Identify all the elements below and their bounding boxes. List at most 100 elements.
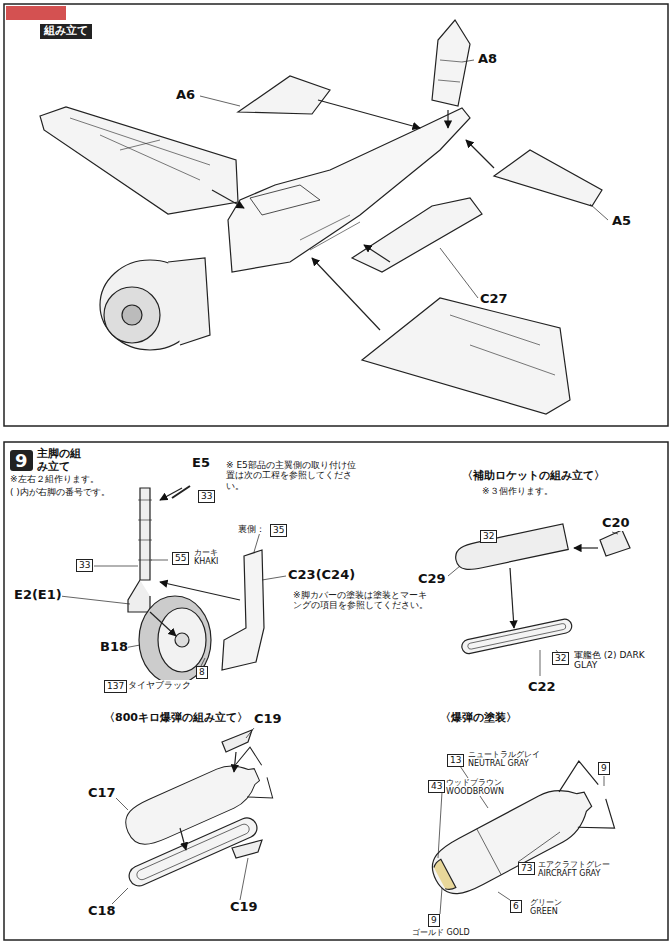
illustration-part <box>312 258 380 330</box>
illustration-part <box>160 488 182 500</box>
part-number: C29 <box>418 572 446 587</box>
step-box: 9主脚の組み立て <box>10 448 89 473</box>
illustration-part <box>418 758 620 913</box>
paint-number: 73 <box>518 862 535 875</box>
illustration-part <box>453 524 568 573</box>
illustration-part <box>4 4 668 426</box>
illustration-part <box>362 298 570 414</box>
illustration-part <box>600 530 630 556</box>
illustration-part <box>140 488 150 580</box>
illustration-part <box>318 100 420 128</box>
illustration-part <box>494 150 602 206</box>
illustration-part <box>168 258 210 345</box>
illustration-part <box>70 118 210 180</box>
illustration-part <box>477 829 501 875</box>
illustration-part <box>432 859 456 892</box>
color-name: 軍艦色 (2) DARK GLAY <box>574 650 646 671</box>
illustration-part <box>300 215 360 250</box>
paint-number: 35 <box>270 524 287 537</box>
part-number: B18 <box>100 640 128 655</box>
color-name: グリーン GREEN <box>530 898 570 916</box>
paint-number: 32 <box>552 652 569 665</box>
part-number: E5 <box>192 456 210 471</box>
illustration-part <box>222 730 252 752</box>
illustration-part <box>60 532 286 668</box>
note: ※ E5部品の主翼側の取り付け位置は次の工程を参照してください。 <box>226 460 362 491</box>
color-name: エアクラフトグレー AIRCRAFT GRAY <box>538 860 622 878</box>
illustration-part <box>175 633 189 647</box>
part-number: C19 <box>254 712 282 727</box>
illustration-part <box>40 107 238 214</box>
paint-number: 137 <box>104 680 127 693</box>
illustration-part <box>228 108 470 272</box>
illustration-part <box>158 608 206 672</box>
illustration-part <box>447 110 448 128</box>
note: ※３個作ります。 <box>482 486 553 496</box>
paint-number: 9 <box>598 762 610 775</box>
color-name: タイヤブラック <box>128 680 191 690</box>
part-number: C27 <box>480 292 508 307</box>
sub-heading: 〈補助ロケットの組み立て〉 <box>462 470 605 483</box>
color-name: ゴールド GOLD <box>412 928 470 937</box>
illustration-part <box>574 547 598 548</box>
paint-number: 43 <box>428 780 445 793</box>
illustration-part <box>4 4 668 940</box>
illustration-part <box>238 76 330 114</box>
step-heading: 組み立て <box>40 24 92 39</box>
part-number: A8 <box>478 52 497 67</box>
illustration-part <box>232 840 262 858</box>
illustration-part <box>424 776 600 903</box>
part-number: C18 <box>88 904 116 919</box>
part-number: A6 <box>176 88 195 103</box>
illustration-part <box>180 828 186 850</box>
sub-heading: 〈爆弾の塗装〉 <box>440 712 517 725</box>
illustration-part <box>6 6 66 20</box>
sub-heading: 〈800キロ爆弾の組み立て〉 <box>104 712 248 725</box>
step-number: 9 <box>10 450 33 471</box>
illustration-part <box>139 596 211 684</box>
illustration-part <box>212 190 244 208</box>
illustration-part <box>432 20 470 106</box>
illustration-part <box>112 728 254 904</box>
paint-number: 8 <box>196 666 208 679</box>
illustration-part <box>438 766 604 914</box>
illustration-part <box>467 623 566 650</box>
illustration-part <box>200 60 608 298</box>
paint-number: 55 <box>172 552 189 565</box>
illustration-part <box>352 198 482 272</box>
paint-number: 33 <box>76 559 93 572</box>
paint-number: 9 <box>428 914 440 927</box>
illustration-part <box>104 287 160 343</box>
color-name: カーキ KHAKI <box>194 548 230 566</box>
illustration-part <box>466 140 494 168</box>
note: ※脚カバーの塗装は塗装とマーキングの項目を参照してください。 <box>293 590 433 611</box>
illustration-part <box>510 568 514 628</box>
illustration-part <box>551 758 620 843</box>
note: ( )内が右脚の番号です。 <box>10 487 110 497</box>
illustration-part <box>461 618 573 655</box>
part-number: A5 <box>612 214 631 229</box>
illustration-part <box>450 315 555 375</box>
illustration-part <box>461 618 573 655</box>
illustration-part <box>4 442 668 940</box>
part-number: C19 <box>230 900 258 915</box>
part-number: C22 <box>528 680 556 695</box>
color-name: ウッドブラウン WOODBROWN <box>446 778 506 796</box>
illustration-part <box>160 582 240 600</box>
illustration-part <box>122 305 142 325</box>
note: ※左右２組作ります。 <box>10 474 99 484</box>
note: 裏側： <box>238 524 265 534</box>
paint-number: 6 <box>510 900 522 913</box>
illustration-part <box>453 524 568 573</box>
illustration-part <box>150 612 176 636</box>
illustration-part <box>222 550 264 670</box>
part-number: E2(E1) <box>14 588 62 603</box>
part-number: C20 <box>602 516 630 531</box>
illustration-part <box>128 580 150 612</box>
illustration-part <box>438 60 462 82</box>
illustration-part <box>229 746 276 808</box>
illustration-part <box>250 185 320 215</box>
step-title: 主脚の組み立て <box>37 448 89 473</box>
part-number: C17 <box>88 786 116 801</box>
